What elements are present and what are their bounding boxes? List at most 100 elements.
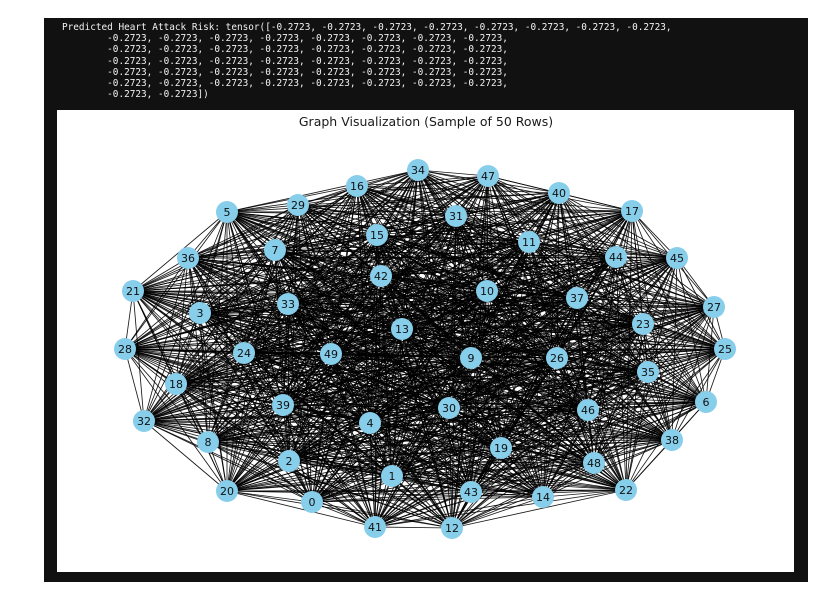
graph-node-6: 6 <box>695 391 717 413</box>
graph-edge <box>451 489 627 529</box>
graph-node-16: 16 <box>346 175 368 197</box>
graph-node-circle <box>703 296 725 318</box>
graph-edge <box>282 404 313 503</box>
graph-edge <box>401 323 644 330</box>
graph-edge <box>282 404 376 528</box>
graph-node-label: 36 <box>181 252 195 265</box>
graph-edge <box>587 409 673 441</box>
graph-edge <box>374 491 472 528</box>
graph-edge <box>143 420 371 424</box>
graph-edge <box>528 210 633 243</box>
graph-node-label: 2 <box>286 455 293 468</box>
graph-node-38: 38 <box>661 429 683 451</box>
graph-node-46: 46 <box>577 399 599 421</box>
graph-edge <box>175 352 245 385</box>
graph-node-label: 45 <box>670 252 684 265</box>
graph-edge <box>576 297 627 491</box>
graph-edge <box>132 175 489 292</box>
graph-edge <box>369 407 450 424</box>
graph-edge <box>576 297 715 308</box>
graph-node-circle <box>490 437 512 459</box>
graph-edge <box>199 297 578 314</box>
graph-edge <box>287 297 578 305</box>
graph-node-24: 24 <box>233 342 255 364</box>
graph-edge <box>615 256 627 491</box>
graph-node-35: 35 <box>637 361 659 383</box>
graph-edge <box>297 204 673 441</box>
graph-edge <box>374 489 627 528</box>
graph-edge <box>356 175 489 187</box>
graph-edge <box>226 211 678 259</box>
graph-edge <box>451 371 649 529</box>
graph-edge <box>470 348 726 359</box>
graph-edge <box>282 401 707 406</box>
graph-edge <box>288 407 450 462</box>
graph-node-label: 29 <box>291 199 305 212</box>
graph-node-31: 31 <box>445 205 467 227</box>
graph-node-circle <box>548 182 570 204</box>
graph-node-label: 34 <box>411 164 425 177</box>
graph-edge <box>486 290 558 359</box>
graph-node-45: 45 <box>666 247 688 269</box>
graph-edge <box>542 371 649 498</box>
graph-node-circle <box>189 302 211 324</box>
graph-edge <box>311 357 558 503</box>
graph-node-circle <box>272 394 294 416</box>
graph-edge <box>207 441 376 528</box>
graph-edge <box>274 234 378 251</box>
graph-edge <box>132 249 276 292</box>
graph-edge <box>124 348 313 503</box>
graph-edge <box>288 447 502 462</box>
graph-edge <box>175 383 673 441</box>
graph-node-circle <box>133 410 155 432</box>
graph-edge <box>369 422 673 441</box>
graph-node-circle <box>460 347 482 369</box>
graph-node-label: 0 <box>309 496 316 509</box>
graph-edge <box>226 211 378 236</box>
graph-node-label: 35 <box>641 366 655 379</box>
graph-edge <box>528 241 617 258</box>
graph-edge <box>391 475 453 529</box>
graph-edge <box>330 306 715 355</box>
graph-node-circle <box>216 201 238 223</box>
graph-edge <box>631 210 726 350</box>
graph-node-label: 6 <box>703 396 710 409</box>
graph-edge <box>124 328 403 350</box>
graph-edge <box>226 489 627 492</box>
graph-edge <box>282 404 627 491</box>
graph-edge <box>199 312 228 492</box>
graph-edge <box>132 241 530 292</box>
graph-node-circle <box>666 247 688 269</box>
graph-node-label: 23 <box>636 318 650 331</box>
graph-node-label: 31 <box>449 210 463 223</box>
graph-edge <box>455 215 678 259</box>
graph-edge <box>226 407 450 492</box>
graph-node-circle <box>278 450 300 472</box>
graph-node-circle <box>216 480 238 502</box>
graph-edge <box>311 462 595 503</box>
graph-edge <box>380 215 457 277</box>
graph-edge <box>187 185 358 259</box>
graph-edge <box>642 323 726 350</box>
graph-edge <box>226 490 544 498</box>
graph-node-label: 3 <box>197 307 204 320</box>
graph-edge <box>132 290 707 403</box>
graph-edge <box>287 175 489 305</box>
graph-edge <box>207 441 472 493</box>
graph-node-circle <box>476 280 498 302</box>
graph-node-circle <box>264 239 286 261</box>
graph-edge <box>311 496 544 503</box>
graph-node-label: 19 <box>494 442 508 455</box>
graph-node-48: 48 <box>583 452 605 474</box>
graph-edge <box>297 204 633 212</box>
graph-node-label: 33 <box>281 298 295 311</box>
graph-node-4: 4 <box>359 412 381 434</box>
console-output-text: Predicted Heart Attack Risk: tensor([-0.… <box>62 22 672 101</box>
graph-node-circle <box>621 200 643 222</box>
graph-node-label: 37 <box>570 292 584 305</box>
graph-edge <box>226 490 376 528</box>
graph-edge <box>625 439 673 491</box>
graph-node-44: 44 <box>605 246 627 268</box>
graph-edge <box>143 312 201 422</box>
graph-edge <box>470 357 502 449</box>
